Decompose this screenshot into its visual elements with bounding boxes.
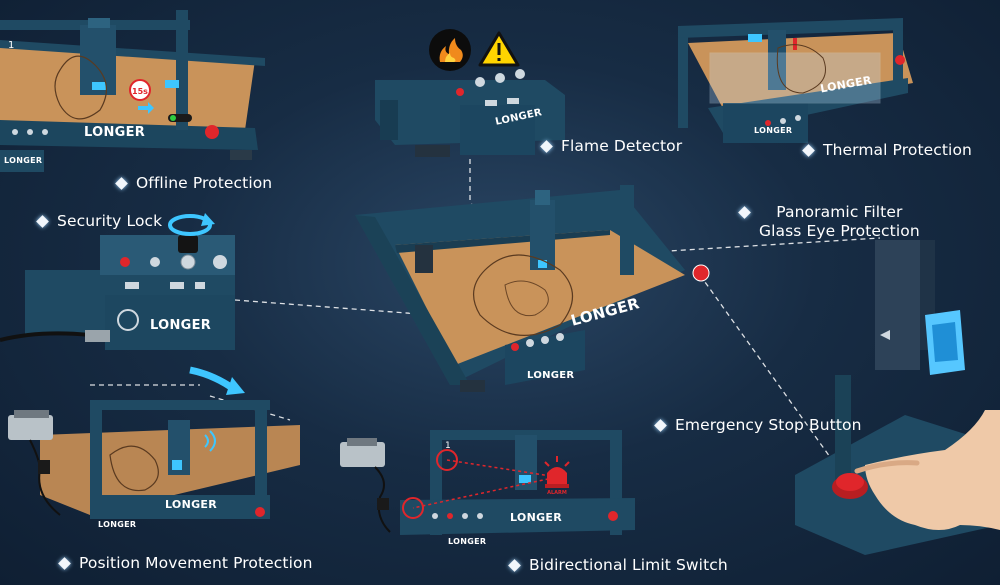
limit-switch-machine: ALARM 1 LONGER LONGER [335,420,640,555]
diamond-bullet-icon [115,176,128,190]
panoramic-filter-label: Panoramic Filter Glass Eye Protection [738,203,920,241]
diamond-bullet-icon [58,556,71,570]
diamond-bullet-icon [508,558,521,572]
diamond-bullet-icon [654,418,667,432]
panoramic-filter-module [870,240,970,380]
position-movement-protection-label: Position Movement Protection [58,554,313,572]
security-lock-machine: LONGER [0,235,245,350]
emergency-stop-button-label: Emergency Stop Button [654,416,862,434]
alarm-label: ALARM [547,490,567,496]
thermal-protection-illustration [678,18,913,143]
offline-machine-illustration: 15s 1 [0,10,265,172]
thermal-protection-label: Thermal Protection [802,141,972,159]
panoramic-filter-illustration [875,240,965,375]
bidirectional-limit-switch-label: Bidirectional Limit Switch [508,556,728,574]
bidirectional-limit-switch-text: Bidirectional Limit Switch [529,556,728,574]
brand-logo-small: LONGER [527,370,575,381]
brand-logo: LONGER [84,125,146,140]
panoramic-filter-text-line2: Glass Eye Protection [759,222,920,240]
brand-logo-small: LONGER [448,537,487,546]
flame-detector-text: Flame Detector [561,137,683,155]
brand-logo-small: LONGER [98,520,137,529]
emergency-stop-button-text: Emergency Stop Button [675,416,862,434]
frame-number: 1 [8,40,14,51]
brand-logo-small: LONGER [4,156,43,165]
offline-protection-label: Offline Protection [115,174,273,192]
brand-logo: LONGER [165,498,217,511]
flame-detector-illustration [375,69,565,157]
main-engraver-machine: LONGER LONGER [355,185,755,400]
frame-number: 1 [445,441,451,451]
security-lock-text: Security Lock [57,212,163,230]
diamond-bullet-icon [36,214,49,228]
security-lock-illustration [0,235,235,350]
panoramic-filter-text-line1: Panoramic Filter [776,203,903,221]
offline-protection-machine: 15s 1 LONGER LONGER [0,0,270,175]
main-engraver-illustration [355,185,710,392]
position-movement-machine: LONGER LONGER [0,365,300,535]
brand-logo-small: LONGER [754,126,793,135]
diamond-bullet-icon [802,143,815,157]
offline-protection-text: Offline Protection [136,174,273,192]
security-lock-label: Security Lock [36,212,163,230]
diamond-bullet-icon [738,206,751,219]
limit-switch-illustration: ALARM 1 [340,430,635,535]
diamond-bullet-icon [540,139,553,153]
flame-detector-label: Flame Detector [540,137,683,155]
warning-triangle-icon [478,31,520,67]
emergency-stop-module [795,375,1000,555]
position-movement-protection-text: Position Movement Protection [79,554,313,572]
thermal-protection-text: Thermal Protection [823,141,972,159]
position-movement-illustration [8,366,300,519]
thermal-protection-machine: LONGER LONGER [668,8,918,160]
rotate-arrow-icon [168,213,215,236]
brand-logo: LONGER [510,511,562,524]
emergency-stop-illustration [795,375,1000,555]
brand-logo: LONGER [150,318,212,333]
flame-detector-module: LONGER [375,60,565,165]
fire-icon [429,29,471,71]
timer-badge: 15s [132,87,148,96]
